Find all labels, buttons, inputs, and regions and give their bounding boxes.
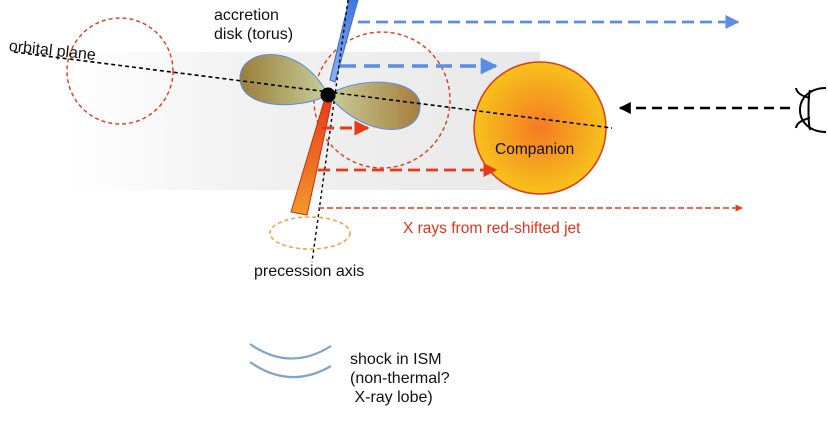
orbital-plane-line bbox=[13, 51, 613, 129]
accretion-disk-left-lobe bbox=[239, 54, 329, 106]
xrays-label: X rays from red-shifted jet bbox=[403, 220, 581, 237]
shock-label: shock in ISM (non-thermal? X-ray lobe) bbox=[350, 351, 450, 406]
companion-label: Companion bbox=[495, 141, 575, 158]
shock-arc-lower bbox=[249, 361, 332, 379]
orbit-position-circle-left bbox=[66, 17, 174, 125]
precession-axis-label: precession axis bbox=[254, 263, 365, 280]
precession-ellipse bbox=[269, 216, 351, 250]
precession-axis-line bbox=[311, 0, 349, 263]
accretion-disk-label: accretion disk (torus) bbox=[214, 7, 294, 43]
eye-icon bbox=[795, 87, 827, 133]
shock-arc-upper bbox=[249, 343, 332, 360]
blue-jet bbox=[329, 0, 359, 83]
compact-object bbox=[320, 87, 336, 103]
companion-star bbox=[473, 61, 607, 195]
